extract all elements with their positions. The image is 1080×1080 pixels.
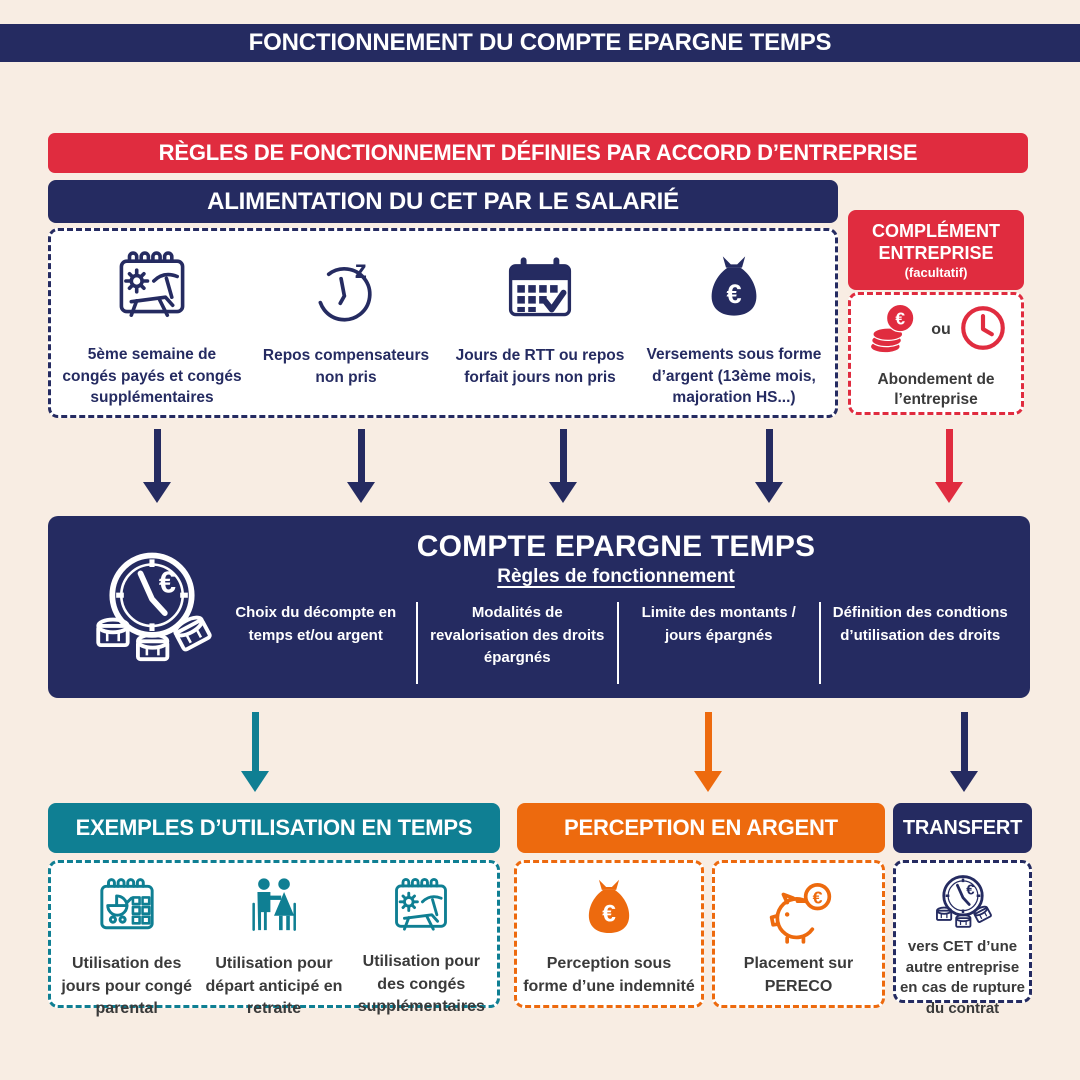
column-divider (415, 602, 418, 684)
usage-item: Utilisation pour départ anticipé en retr… (200, 871, 347, 1017)
usage-item-label: Utilisation pour départ anticipé en retr… (205, 955, 343, 1018)
alimentation-item-label: Jours de RTT ou repos forfait jours non … (455, 347, 625, 386)
money-item-label: Perception sous forme d’une indemnité (523, 955, 695, 995)
alimentation-item: Repos compensateurs non pris (249, 237, 443, 409)
usage-item-label: Utilisation des jours pour congé parenta… (61, 955, 192, 1018)
clock-euro-coins-icon (88, 534, 216, 682)
down-arrow-orange (694, 712, 722, 792)
alimentation-item-label: 5ème semaine de congés payés et congés s… (62, 345, 242, 407)
or-label: ou (931, 321, 951, 339)
alimentation-title: ALIMENTATION DU CET PAR LE SALARIÉ (48, 180, 838, 223)
column-divider (617, 602, 619, 684)
alimentation-item: Jours de RTT ou repos forfait jours non … (443, 237, 637, 409)
cet-column: Limite des montants / jours épargnés (641, 604, 796, 644)
down-arrow (549, 429, 577, 503)
transfer-box: vers CET d’une autre entreprise en cas d… (893, 860, 1032, 1017)
page-title: FONCTIONNEMENT DU COMPTE EPARGNE TEMPS (0, 24, 1080, 62)
cet-box: COMPTE EPARGNE TEMPS Règles de fonctionn… (48, 516, 1030, 698)
money-bag-icon (694, 243, 774, 338)
alimentation-item-label: Versements sous forme d’argent (13ème mo… (646, 345, 822, 407)
down-arrow (755, 429, 783, 503)
alimentation-item: 5ème semaine de congés payés et congés s… (55, 237, 249, 409)
clock-euro-coins-icon (932, 871, 994, 933)
complement-title-line1: COMPLÉMENT (872, 220, 1000, 241)
transfer-label: vers CET d’une autre entreprise en cas d… (899, 938, 1026, 1018)
baby-calendar-icon (88, 873, 166, 947)
cet-header: COMPTE EPARGNE TEMPS Règles de fonctionn… (216, 530, 1016, 588)
complement-banner: COMPLÉMENT ENTREPRISE (facultatif) (848, 210, 1024, 290)
usage-item-label: Utilisation pour des congés supplémentai… (357, 953, 485, 1016)
money-item-box: Placement sur PERECO (712, 860, 885, 1008)
beach-calendar-icon (104, 243, 200, 338)
cet-column: Modalités de revalorisation des droits é… (430, 604, 605, 666)
complement-box: ou Abondement de l’entreprise (848, 292, 1024, 415)
beach-calendar-icon (383, 873, 459, 945)
piggy-bank-icon (759, 873, 839, 947)
down-arrow (347, 429, 375, 503)
alimentation-box: 5ème semaine de congés payés et congés s… (48, 228, 838, 418)
down-arrow-navy (950, 712, 978, 792)
money-bag-icon (573, 873, 645, 947)
cet-title: COMPTE EPARGNE TEMPS (416, 530, 816, 563)
down-arrow (143, 429, 171, 503)
usage-time-title: EXEMPLES D’UTILISATION EN TEMPS (48, 803, 500, 853)
down-arrow-teal (241, 712, 269, 792)
retirement-couple-icon (238, 873, 310, 947)
complement-label: Abondement de l’entreprise (877, 370, 995, 408)
transfer-title: TRANSFERT (893, 803, 1032, 853)
alimentation-item-label: Repos compensateurs non pris (262, 347, 430, 386)
complement-title-line2: ENTREPRISE (878, 243, 994, 264)
alimentation-item: Versements sous forme d’argent (13ème mo… (637, 237, 831, 409)
cet-columns: Choix du décompte en temps et/ou argent … (216, 598, 1020, 684)
check-calendar-icon (498, 243, 582, 339)
cet-subtitle: Règles de fonctionnement (497, 566, 735, 587)
down-arrow-red (935, 429, 963, 503)
usage-time-box: Utilisation des jours pour congé parenta… (48, 860, 500, 1017)
complement-icons: ou (863, 297, 1009, 364)
money-item-box: Perception sous forme d’une indemnité (514, 860, 704, 1008)
usage-item: Utilisation pour des congés supplémentai… (348, 871, 495, 1015)
euro-coins-icon (863, 297, 925, 364)
cet-column: Définition des condtions d’utilisation d… (832, 604, 1008, 644)
rules-banner: RÈGLES DE FONCTIONNEMENT DÉFINIES PAR AC… (48, 133, 1028, 173)
snooze-clock-icon (305, 243, 387, 339)
money-item-label: Placement sur PERECO (743, 955, 854, 995)
column-divider (818, 602, 821, 684)
usage-item: Utilisation des jours pour congé parenta… (53, 871, 200, 1017)
cet-column: Choix du décompte en temps et/ou argent (235, 604, 397, 644)
money-title: PERCEPTION EN ARGENT (517, 803, 885, 853)
clock-icon (957, 302, 1009, 359)
complement-subtitle: (facultatif) (904, 264, 968, 280)
